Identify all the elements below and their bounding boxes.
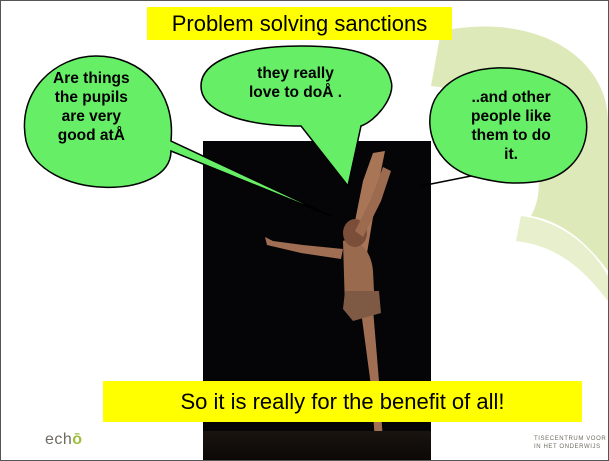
bubble-1-text: Are things the pupils are very good atÅ <box>53 69 130 145</box>
bubble-3-line-1: ..and other <box>471 89 551 106</box>
bubble-2-line-2: love to doÅ . <box>249 84 342 101</box>
bubble-3-line-2: people like <box>471 108 552 125</box>
bubble-3-text: ..and other people like them to do it. <box>471 88 551 164</box>
footer-line-1: TISECENTRUM VOOR <box>534 436 607 442</box>
bubble-1-line-1: Are things <box>53 70 130 87</box>
bubble-1-line-3: are very <box>61 108 122 125</box>
dancer-shorts <box>343 291 381 321</box>
speech-bubble-1 <box>23 55 332 217</box>
logo-o-mark-icon: ō <box>72 431 83 448</box>
speech-bubble-2 <box>200 45 393 188</box>
swirl-shape-bottom <box>516 216 608 301</box>
bubble-3-line-3: them to do <box>471 127 551 144</box>
dancer-arm-left <box>265 237 343 259</box>
echo-logo: echō <box>45 431 83 449</box>
bubble-1-line-4: good atÅ <box>57 127 125 144</box>
logo-text: ech <box>45 431 73 448</box>
stage-floor <box>203 431 431 460</box>
bubble-2-line-1: they really <box>257 65 334 82</box>
footer-line-2: IN HET ONDERWIJS <box>534 444 601 450</box>
bubble-2-text: they really love to doÅ . <box>249 64 342 102</box>
footer-organisation-text: TISECENTRUM VOOR IN HET ONDERWIJS <box>534 435 606 451</box>
bubble-3-line-4: it. <box>504 146 518 163</box>
dancer-arm-right <box>355 167 391 237</box>
slide-title: Problem solving sanctions <box>147 7 452 40</box>
bubble-1-line-2: the pupils <box>54 89 128 106</box>
speech-bubble-3 <box>420 67 588 187</box>
conclusion-banner: So it is really for the benefit of all! <box>103 381 582 422</box>
